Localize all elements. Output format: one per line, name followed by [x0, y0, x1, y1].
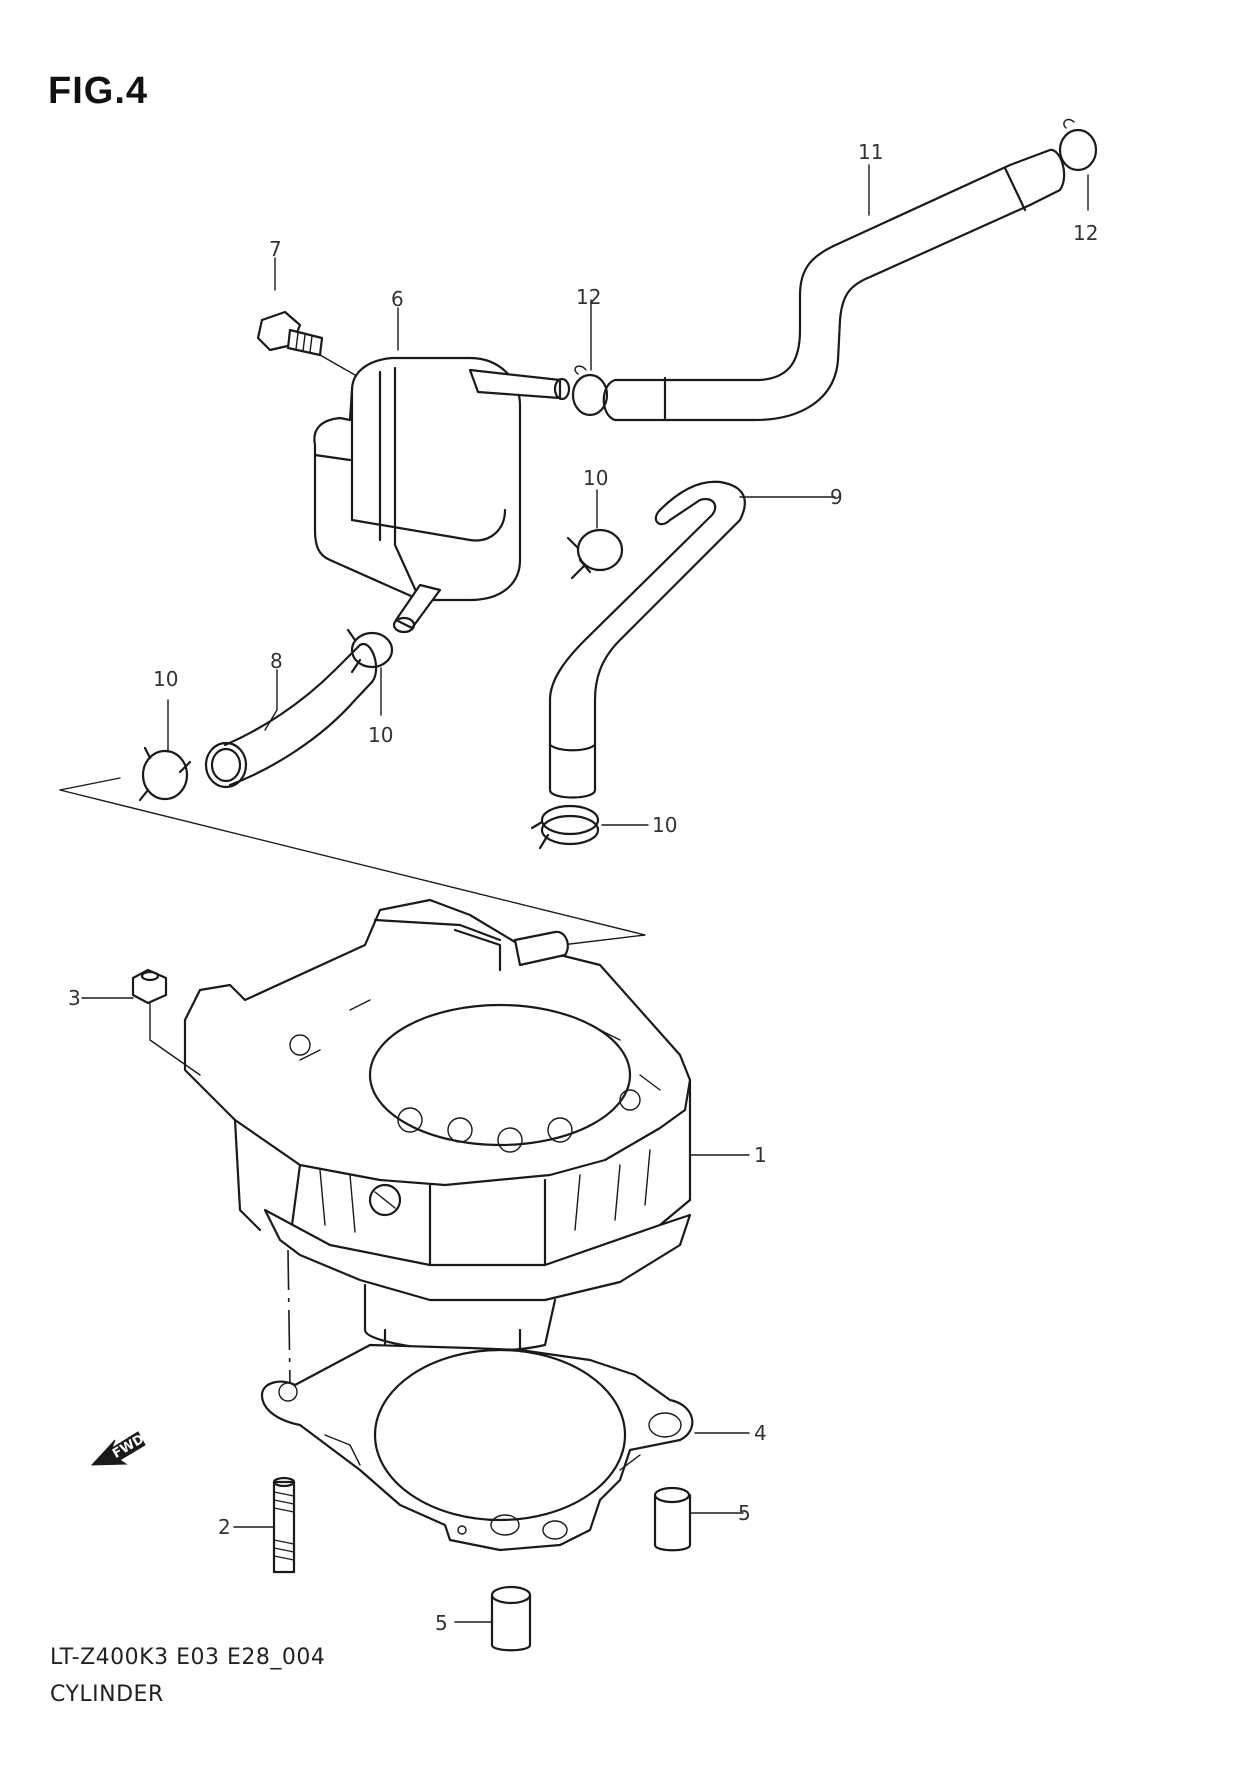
callout-12-middle: 12 [576, 285, 601, 309]
fwd-label: FWD [110, 1432, 147, 1462]
callout-6: 6 [391, 287, 404, 311]
callout-8: 8 [270, 649, 283, 673]
callout-2: 2 [218, 1515, 231, 1539]
breather-hose-11 [602, 148, 1066, 422]
callout-1: 1 [754, 1143, 767, 1167]
callout-5-right: 5 [738, 1501, 751, 1525]
clamp-10-left [138, 746, 192, 802]
forward-direction-badge: FWD [90, 1431, 147, 1466]
callout-10-left: 10 [153, 667, 178, 691]
reference-wedge [59, 789, 646, 951]
dowel-pin-5-right [653, 1486, 692, 1552]
nut-3 [131, 968, 201, 1076]
callout-12-right: 12 [1073, 221, 1098, 245]
model-code: LT-Z400K3 E03 E28_004 [50, 1645, 326, 1670]
clamp-10-lower [530, 804, 600, 850]
clamp-10-middle [346, 628, 394, 674]
leader-lines [81, 164, 1089, 1623]
clip-12-middle [571, 365, 609, 417]
callout-10-lower: 10 [652, 813, 677, 837]
gasket-4 [260, 1343, 694, 1552]
bolt-7 [256, 310, 324, 357]
breather-box-6 [313, 356, 571, 634]
callout-11: 11 [858, 140, 883, 164]
callout-3: 3 [68, 986, 81, 1010]
callout-4: 4 [754, 1421, 767, 1445]
figure-caption: CYLINDER [50, 1682, 164, 1707]
hose-8 [204, 642, 378, 789]
callout-10-upper: 10 [583, 466, 608, 490]
stud-bolt-2 [272, 1476, 296, 1574]
clamp-10-upper [566, 528, 624, 580]
dowel-pin-5-lower [490, 1585, 532, 1652]
callout-7: 7 [269, 237, 282, 261]
hose-9 [548, 480, 746, 799]
figure-title: FIG.4 [48, 70, 149, 112]
callout-5-lower: 5 [435, 1611, 448, 1635]
clip-12-right [1058, 118, 1098, 172]
cylinder-block-1 [183, 898, 692, 1354]
callout-10-middle: 10 [368, 723, 393, 747]
callout-9: 9 [830, 485, 843, 509]
